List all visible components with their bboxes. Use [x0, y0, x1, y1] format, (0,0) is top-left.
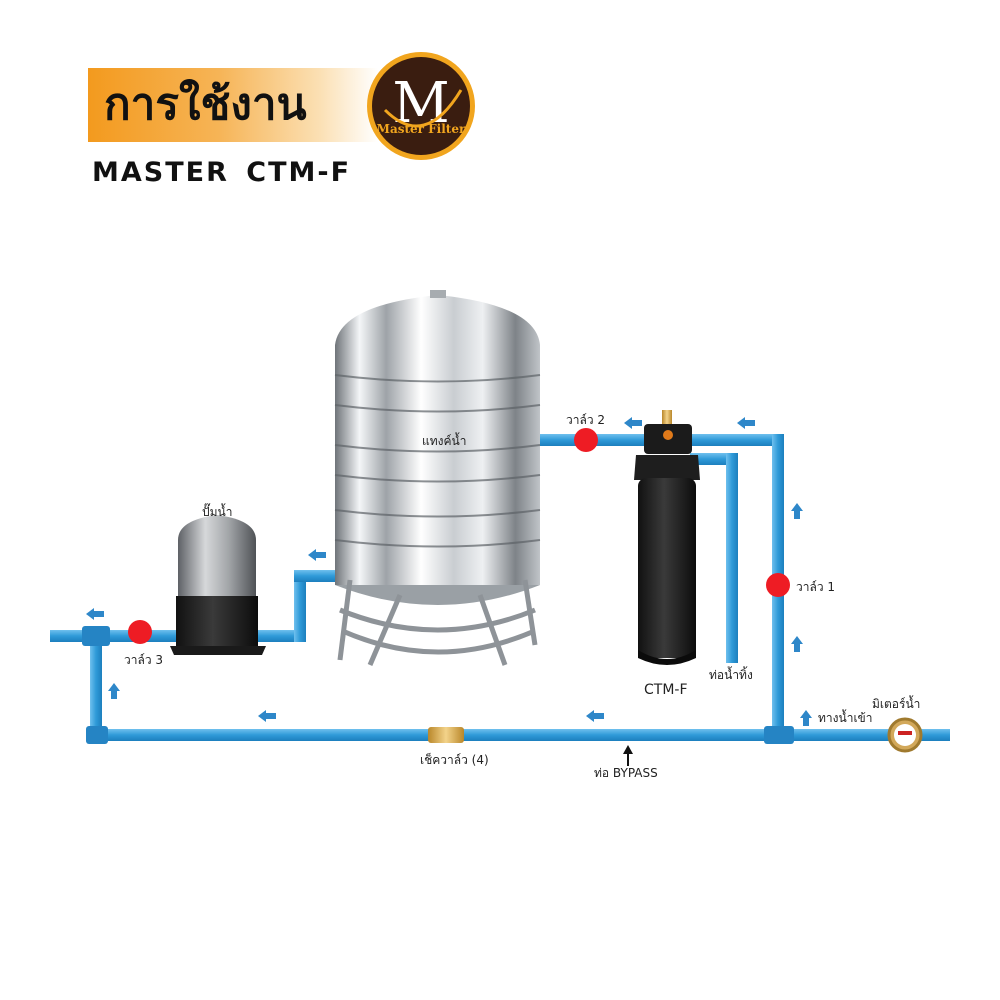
drain-pipe	[726, 453, 738, 663]
check-valve-label: เช็ควาล์ว (4)	[420, 753, 489, 767]
filter-label: CTM-F	[644, 682, 688, 698]
water-tank	[334, 290, 541, 666]
valve-2-label: วาล์ว 2	[566, 413, 606, 427]
water-pump	[170, 515, 266, 655]
bypass-label: ท่อ BYPASS	[594, 766, 658, 780]
inlet-label: ทางน้ำเข้า	[818, 711, 873, 725]
bypass-pipe	[96, 729, 950, 741]
page-subtitle: MASTER CTM-F	[92, 157, 352, 188]
drain-label: ท่อน้ำทิ้ง	[709, 668, 753, 682]
meter-label: มิเตอร์น้ำ	[872, 697, 921, 711]
pump-label: ปั๊มน้ำ	[202, 505, 233, 519]
pump-tank-pipe	[255, 630, 305, 642]
outlet-pipe	[50, 630, 180, 642]
ctm-f-filter	[634, 410, 700, 665]
master-filter-logo: M	[367, 52, 475, 160]
valve-1-marker	[766, 573, 790, 597]
logo-text: Master Filter	[376, 122, 466, 136]
valve-2-marker	[574, 428, 598, 452]
valve-1-label: วาล์ว 1	[796, 580, 836, 594]
tank-label: แทงค์น้ำ	[422, 434, 467, 448]
valve-3-marker	[128, 620, 152, 644]
tank-down-pipe	[294, 570, 306, 642]
header-banner	[88, 68, 378, 142]
flow-arrows	[86, 417, 812, 766]
page-title: การใช้งาน	[104, 79, 307, 130]
water-meter	[887, 717, 923, 753]
check-valve	[428, 727, 464, 743]
valve-3-label: วาล์ว 3	[124, 653, 164, 667]
left-riser-pipe	[90, 638, 102, 738]
